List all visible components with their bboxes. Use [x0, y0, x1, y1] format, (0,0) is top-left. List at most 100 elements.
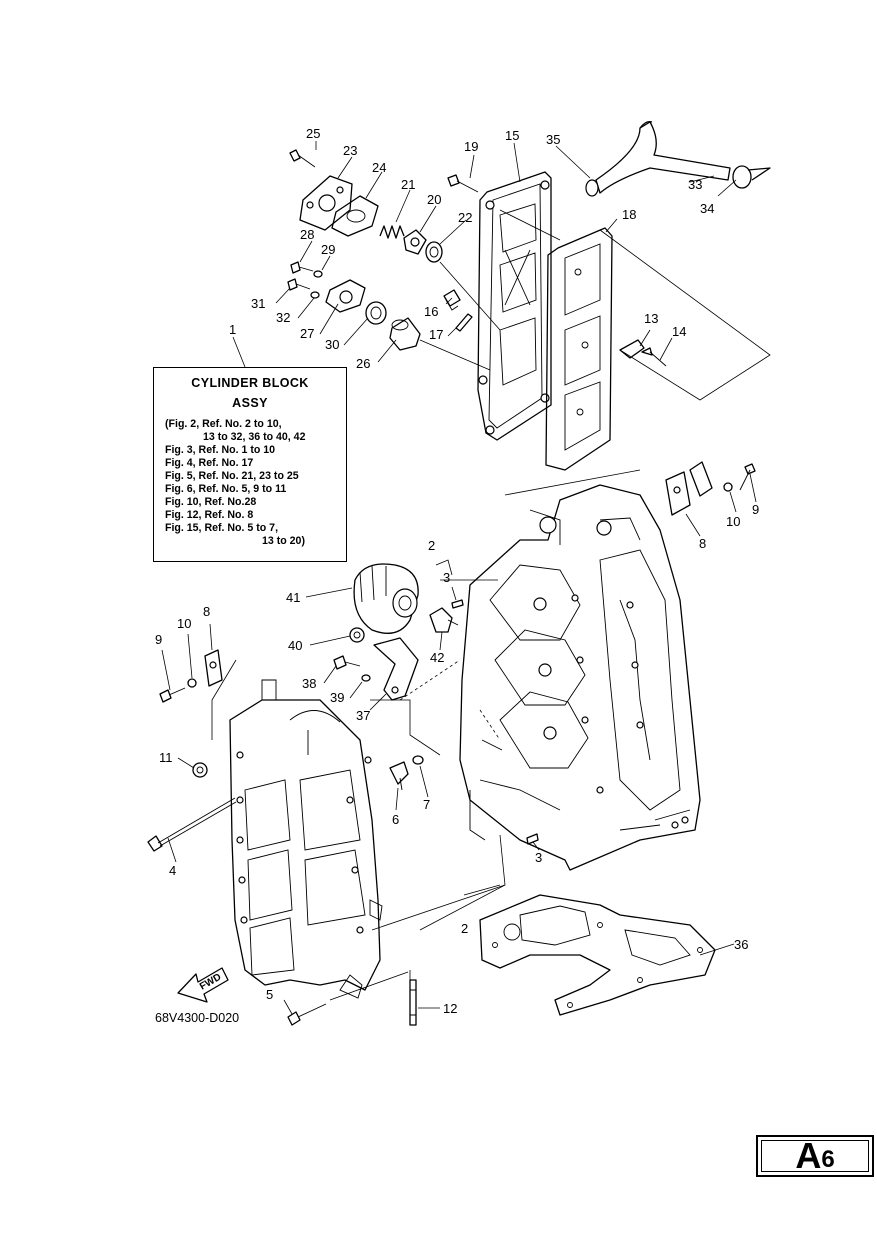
plug-6	[389, 761, 409, 791]
thermostat-cover	[299, 175, 353, 231]
thermostat	[403, 229, 427, 255]
dowel-3-lower	[526, 833, 539, 845]
drawing-code: 68V4300-D020	[155, 1011, 240, 1025]
callout-14: 14	[672, 324, 686, 339]
callout-26: 26	[356, 356, 370, 371]
cylinder-block	[459, 484, 701, 871]
callout-23: 23	[343, 143, 357, 158]
callout-12: 12	[443, 1001, 457, 1016]
callout-38: 38	[302, 676, 316, 691]
callout-15: 15	[505, 128, 519, 143]
page-badge-number: 6	[821, 1146, 835, 1173]
info-line: (Fig. 2, Ref. No. 2 to 10,	[165, 418, 282, 430]
oil-filter	[353, 563, 419, 634]
seal-30	[365, 301, 387, 325]
callout-3-upper: 3	[443, 570, 450, 585]
callout-25: 25	[306, 126, 320, 141]
bolt-38	[333, 655, 361, 670]
washer-10-left	[187, 678, 197, 688]
dowel-3-upper	[451, 599, 464, 609]
page-badge-inner: A 6	[761, 1135, 869, 1176]
stud-12	[409, 979, 417, 1026]
callout-11: 11	[159, 750, 173, 765]
callout-30: 30	[325, 337, 339, 352]
info-line: Fig. 12, Ref. No. 8	[165, 509, 254, 521]
info-line: Fig. 5, Ref. No. 21, 23 to 25	[165, 470, 299, 482]
washer-7	[412, 755, 424, 765]
info-line: 13 to 32, 36 to 40, 42	[203, 431, 306, 443]
callout-28: 28	[300, 227, 314, 242]
info-box-subtitle: ASSY	[232, 396, 268, 410]
bolt-31	[287, 278, 311, 291]
callout-31: 31	[251, 296, 265, 311]
washer-32	[310, 291, 320, 299]
pin-17	[455, 313, 473, 332]
callout-22: 22	[458, 210, 472, 225]
info-line: Fig. 10, Ref. No.28	[165, 496, 257, 508]
callout-7: 7	[423, 797, 430, 812]
info-line: Fig. 6, Ref. No. 5, 9 to 11	[165, 483, 287, 495]
callout-39: 39	[330, 690, 344, 705]
info-line: Fig. 15, Ref. No. 5 to 7,	[165, 522, 279, 534]
callout-labels: 1 2 2 3 3 4 5 6 7 8 8 9 9 10 10 11 12 13…	[155, 126, 759, 1016]
callout-17: 17	[429, 327, 443, 342]
bolt-19	[447, 174, 479, 193]
info-box-lines: (Fig. 2, Ref. No. 2 to 10, 13 to 32, 36 …	[165, 418, 346, 548]
info-box-title: CYLINDER BLOCK	[191, 376, 309, 390]
fitting-42	[429, 607, 459, 633]
hose-clamp	[732, 165, 771, 189]
sleeve-26	[389, 317, 421, 351]
callout-41: 41	[286, 590, 300, 605]
bracket-8-left	[204, 649, 223, 687]
info-line: Fig. 4, Ref. No. 17	[165, 457, 254, 469]
page-badge: A 6	[756, 1135, 874, 1177]
thermostat-gasket	[331, 195, 379, 237]
bolt-9-right	[739, 463, 756, 491]
info-line: 13 to 20)	[262, 535, 305, 547]
callout-4: 4	[169, 863, 176, 878]
callout-24: 24	[372, 160, 386, 175]
bolt-9-left	[159, 687, 186, 703]
callout-3-lower: 3	[535, 850, 542, 865]
callout-42: 42	[430, 650, 444, 665]
water-hose	[585, 120, 731, 197]
washer-39	[361, 674, 371, 682]
plug-11	[192, 762, 208, 778]
callout-5: 5	[266, 987, 273, 1002]
callout-35: 35	[546, 132, 560, 147]
callout-8-right: 8	[699, 536, 706, 551]
callout-37: 37	[356, 708, 370, 723]
washer-29	[313, 270, 323, 278]
callout-9-left: 9	[155, 632, 162, 647]
bolt-28	[290, 261, 314, 274]
plug-16	[443, 289, 461, 311]
callout-33: 33	[688, 177, 702, 192]
leader-lines	[161, 141, 771, 1015]
callout-36: 36	[734, 937, 748, 952]
callout-34: 34	[700, 201, 714, 216]
cylinder-head-cover	[477, 171, 552, 441]
callout-9-right: 9	[752, 502, 759, 517]
info-line: Fig. 3, Ref. No. 1 to 10	[165, 444, 276, 456]
callout-2-upper: 2	[428, 538, 435, 553]
washer-10-right	[723, 482, 733, 492]
bushing-40	[349, 627, 365, 643]
callout-32: 32	[276, 310, 290, 325]
thermostat-seal	[425, 241, 443, 263]
callout-10-left: 10	[177, 616, 191, 631]
callout-40: 40	[288, 638, 302, 653]
callout-29: 29	[321, 242, 335, 257]
forward-arrow: FWD	[177, 967, 229, 1003]
callout-2-lower: 2	[461, 921, 468, 936]
callout-8-left: 8	[203, 604, 210, 619]
callout-1: 1	[229, 322, 236, 337]
callout-10-right: 10	[726, 514, 740, 529]
bracket-37	[373, 637, 419, 701]
callout-16: 16	[424, 304, 438, 319]
callout-20: 20	[427, 192, 441, 207]
base-gasket	[479, 894, 716, 1016]
assembly-info-box: CYLINDER BLOCK ASSY (Fig. 2, Ref. No. 2 …	[153, 367, 347, 562]
bolt-25	[289, 149, 316, 168]
page-badge-letter: A	[795, 1135, 822, 1176]
